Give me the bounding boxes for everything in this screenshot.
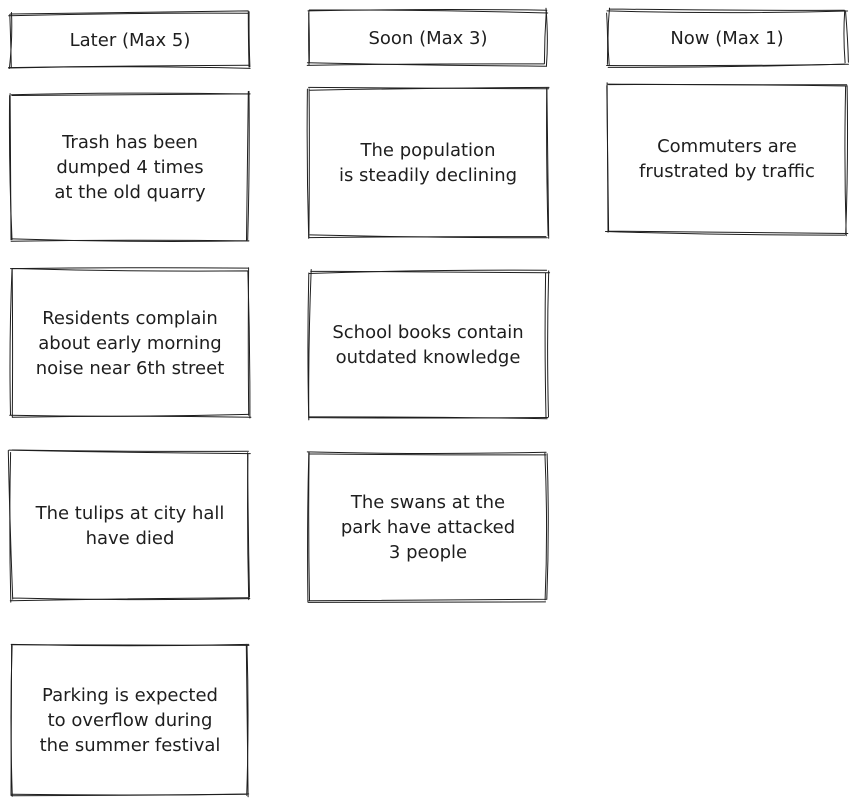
column-header-label: Later (Max 5): [69, 29, 191, 51]
issue-card[interactable]: Trash has been dumped 4 times at the old…: [8, 90, 251, 242]
issue-card-text: The population is steadily declining: [338, 140, 518, 186]
issue-card-text: Residents complain about early morning n…: [35, 307, 225, 379]
issue-card[interactable]: Residents complain about early morning n…: [9, 267, 252, 419]
issue-card-text: School books contain outdated knowledge: [332, 322, 524, 368]
column-header-label: Soon (Max 3): [368, 27, 488, 49]
issue-card[interactable]: Parking is expected to overflow during t…: [10, 643, 250, 798]
column-header-label: Now (Max 1): [670, 27, 784, 49]
issue-card[interactable]: The population is steadily declining: [306, 86, 550, 239]
issue-card-text: Parking is expected to overflow during t…: [39, 684, 221, 756]
issue-card[interactable]: Commuters are frustrated by traffic: [605, 82, 849, 237]
column-header: Now (Max 1): [606, 7, 849, 68]
issue-card-text: Commuters are frustrated by traffic: [639, 136, 815, 182]
issue-card-text: The swans at the park have attacked 3 pe…: [340, 491, 516, 563]
issue-card[interactable]: The swans at the park have attacked 3 pe…: [306, 451, 549, 603]
issue-card[interactable]: The tulips at city hall have died: [7, 449, 251, 603]
issue-card-text: The tulips at city hall have died: [35, 503, 225, 549]
issue-card-text: Trash has been dumped 4 times at the old…: [54, 131, 206, 203]
column-header: Later (Max 5): [8, 10, 251, 69]
column-header: Soon (Max 3): [306, 7, 549, 67]
issue-card[interactable]: School books contain outdated knowledge: [307, 269, 551, 421]
